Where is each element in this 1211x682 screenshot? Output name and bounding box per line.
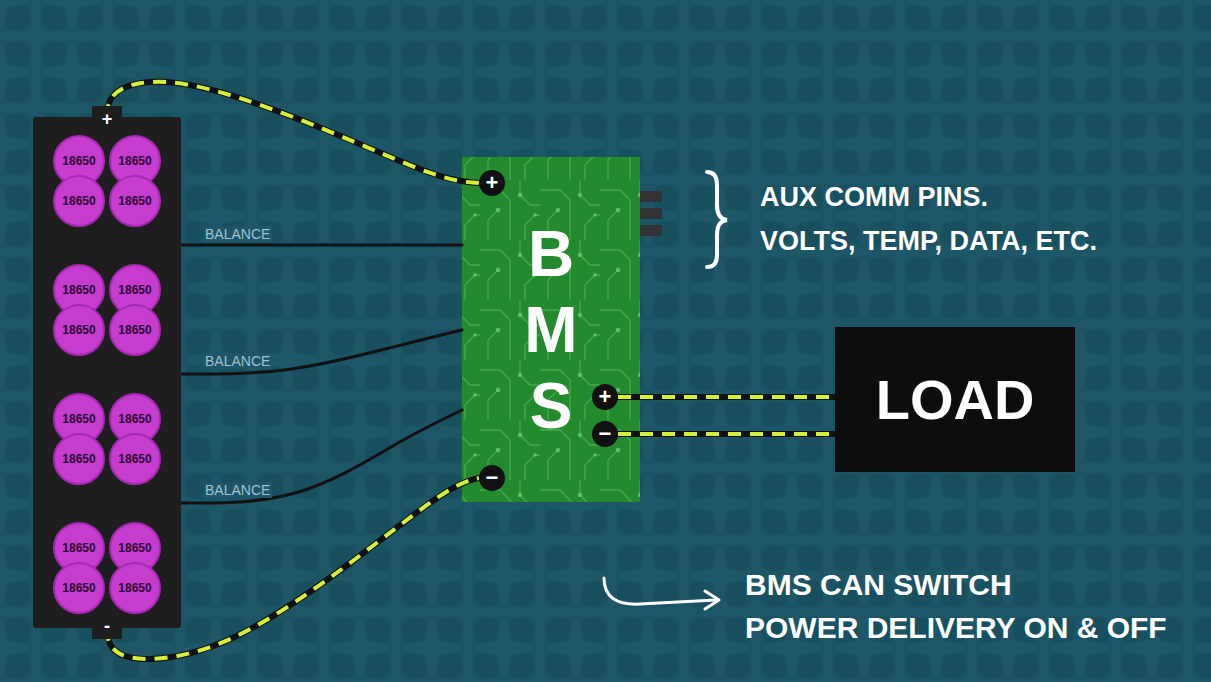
- curved-arrow: [604, 578, 716, 604]
- cell-label: 18650: [118, 541, 151, 555]
- bms-board-shape: [462, 157, 640, 502]
- wire-line: [181, 330, 462, 374]
- bms-terminal: +: [479, 170, 505, 196]
- cell-label: 18650: [62, 412, 95, 426]
- cell-label: 18650: [118, 283, 151, 297]
- terminal-sign: −: [599, 423, 612, 445]
- annotation-text: VOLTS, TEMP, DATA, ETC.: [760, 225, 1097, 257]
- bms-terminal: −: [479, 465, 505, 491]
- cell-label: 18650: [62, 194, 95, 208]
- wire-line: [181, 244, 462, 247]
- battery-cell: 18650: [109, 304, 161, 356]
- battery-cell: 18650: [53, 433, 105, 485]
- bms-board: B M S + + − −: [462, 157, 640, 502]
- cell-label: 18650: [118, 323, 151, 337]
- cell-label: 18650: [62, 323, 95, 337]
- wire-stripe: [618, 432, 835, 436]
- cell-label: 18650: [118, 412, 151, 426]
- annotation-text: POWER DELIVERY ON & OFF: [745, 611, 1167, 645]
- cell-label: 18650: [62, 452, 95, 466]
- aux-pin: [640, 208, 662, 219]
- cell-label: 18650: [62, 581, 95, 595]
- load-title: LOAD: [876, 367, 1035, 432]
- curly-brace: [707, 172, 727, 267]
- bms-title: B M S: [524, 216, 577, 444]
- cell-label: 18650: [118, 581, 151, 595]
- polarity-mark: -: [33, 617, 181, 635]
- cell-label: 18650: [62, 283, 95, 297]
- aux-pin: [640, 225, 662, 236]
- cell-label: 18650: [62, 541, 95, 555]
- load-box: LOAD: [835, 327, 1075, 472]
- terminal-sign: +: [599, 386, 612, 408]
- cell-label: 18650: [118, 154, 151, 168]
- cell-label: 18650: [118, 194, 151, 208]
- terminal-sign: −: [486, 467, 499, 489]
- annotation-text: AUX COMM PINS.: [760, 181, 988, 213]
- wire-line: [181, 410, 462, 503]
- power-wire: [618, 397, 835, 398]
- wire-casing: [618, 431, 835, 437]
- bms-terminal: −: [592, 421, 618, 447]
- balance-wire: [181, 245, 462, 246]
- bms-terminal: +: [592, 384, 618, 410]
- battery-cell: 18650: [109, 433, 161, 485]
- wire-label: BALANCE: [203, 353, 272, 369]
- battery-cell: 18650: [53, 562, 105, 614]
- wire-label: BALANCE: [203, 482, 272, 498]
- cell-label: 18650: [62, 154, 95, 168]
- battery-cell: 18650: [53, 175, 105, 227]
- battery-pack: +-18650186501865018650186501865018650186…: [33, 117, 181, 628]
- battery-cell: 18650: [109, 175, 161, 227]
- wire-label: BALANCE: [203, 226, 272, 242]
- annotation-text: BMS CAN SWITCH: [745, 568, 1012, 602]
- balance-wire: [181, 410, 462, 503]
- wire-stripe: [618, 395, 835, 399]
- bms-circuit-pattern: [462, 157, 640, 502]
- power-wire: [618, 434, 835, 435]
- battery-cell: 18650: [53, 304, 105, 356]
- balance-wire: [181, 330, 462, 374]
- cell-label: 18650: [118, 452, 151, 466]
- polarity-mark: +: [33, 110, 181, 128]
- terminal-sign: +: [486, 172, 499, 194]
- wire-casing: [618, 394, 835, 400]
- aux-pin: [640, 191, 662, 202]
- arrow-head: [705, 591, 719, 609]
- battery-cell: 18650: [109, 562, 161, 614]
